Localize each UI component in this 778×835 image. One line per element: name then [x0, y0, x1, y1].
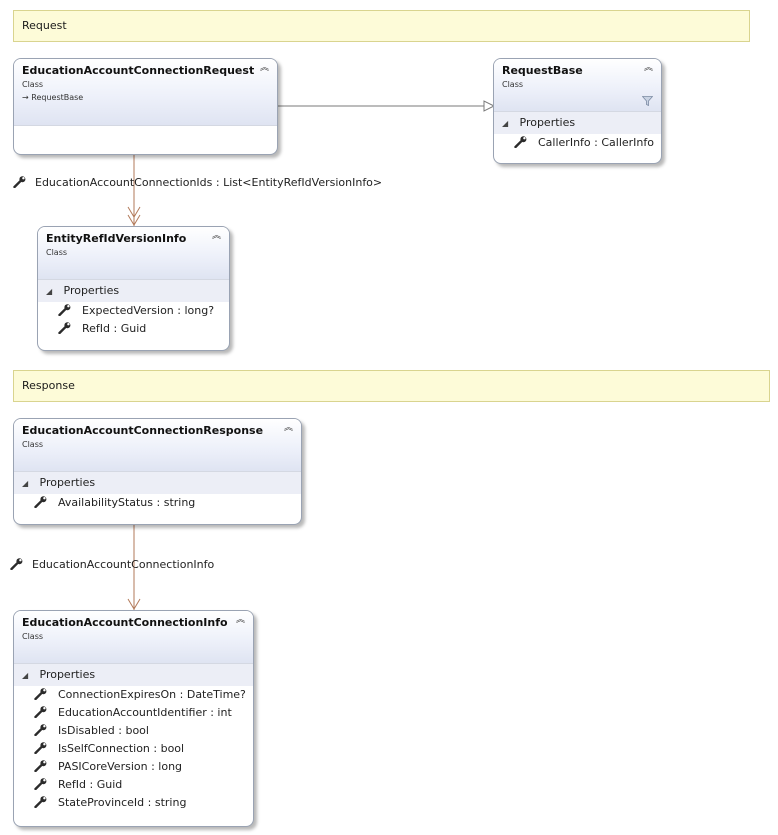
collapse-chevron-icon[interactable]: ︽	[259, 63, 269, 73]
section-label: Properties	[39, 476, 96, 489]
wrench-icon	[514, 136, 527, 148]
properties-section-header[interactable]: ◢ Properties	[14, 664, 253, 686]
collapse-chevron-icon[interactable]: ︽	[211, 231, 221, 241]
class-box-entity-ref-id-version-info[interactable]: EntityRefIdVersionInfo Class ︽ ◢ Propert…	[37, 226, 230, 351]
class-box-education-account-connection-request[interactable]: EducationAccountConnectionRequest Class …	[13, 58, 278, 155]
class-kind: Class	[22, 632, 44, 641]
property-text: IsDisabled : bool	[58, 724, 149, 737]
property-text: AvailabilityStatus : string	[58, 496, 196, 509]
note-request: Request	[13, 10, 750, 42]
section-label: Properties	[63, 284, 120, 297]
association-arrowhead-ids-1	[127, 206, 141, 218]
wrench-icon	[34, 796, 47, 808]
class-box-education-account-connection-info[interactable]: EducationAccountConnectionInfo Class ︽ ◢…	[13, 610, 254, 827]
wrench-icon	[58, 304, 71, 316]
property-text: IsSelfConnection : bool	[58, 742, 185, 755]
property-row[interactable]: PASICoreVersion : long	[14, 758, 253, 776]
wrench-icon	[34, 724, 47, 736]
section-label: Properties	[39, 668, 96, 681]
property-row[interactable]: ExpectedVersion : long?	[38, 302, 229, 320]
wrench-icon	[34, 688, 47, 700]
class-header[interactable]: EducationAccountConnectionRequest Class …	[14, 59, 277, 126]
property-row[interactable]: RefId : Guid	[38, 320, 229, 338]
property-row[interactable]: IsDisabled : bool	[14, 722, 253, 740]
property-text: ConnectionExpiresOn : DateTime?	[58, 688, 246, 701]
wrench-icon	[34, 496, 47, 508]
properties-section-header[interactable]: ◢ Properties	[494, 112, 661, 134]
property-row[interactable]: StateProvinceId : string	[14, 794, 253, 812]
class-kind: Class	[22, 80, 44, 89]
inheritance-arrowhead	[483, 100, 496, 112]
expanded-triangle-icon: ◢	[22, 479, 29, 488]
class-box-education-account-connection-response[interactable]: EducationAccountConnectionResponse Class…	[13, 418, 302, 525]
expanded-triangle-icon: ◢	[502, 119, 509, 128]
property-row[interactable]: RefId : Guid	[14, 776, 253, 794]
property-row[interactable]: ConnectionExpiresOn : DateTime?	[14, 686, 253, 704]
property-row[interactable]: AvailabilityStatus : string	[14, 494, 301, 512]
class-name: EducationAccountConnectionRequest	[22, 64, 255, 77]
wrench-icon	[34, 778, 47, 790]
property-text: CallerInfo : CallerInfo	[538, 136, 654, 149]
wrench-icon	[34, 706, 47, 718]
association-text: EducationAccountConnectionInfo	[32, 558, 215, 571]
property-text: ExpectedVersion : long?	[82, 304, 215, 317]
class-header[interactable]: EntityRefIdVersionInfo Class ︽	[38, 227, 229, 280]
property-text: RefId : Guid	[82, 322, 147, 335]
filter-funnel-icon[interactable]	[642, 96, 653, 106]
class-kind: Class	[22, 440, 44, 449]
wrench-icon	[58, 322, 71, 334]
property-text: StateProvinceId : string	[58, 796, 187, 809]
class-header[interactable]: RequestBase Class ︽	[494, 59, 661, 112]
property-text: RefId : Guid	[58, 778, 123, 791]
note-response-label: Response	[22, 379, 75, 392]
class-name: EducationAccountConnectionResponse	[22, 424, 264, 437]
collapse-chevron-icon[interactable]: ︽	[283, 423, 293, 433]
properties-section-header[interactable]: ◢ Properties	[14, 472, 301, 494]
section-label: Properties	[519, 116, 576, 129]
class-header[interactable]: EducationAccountConnectionInfo Class ︽	[14, 611, 253, 664]
association-label-ids[interactable]: EducationAccountConnectionIds : List<Ent…	[13, 176, 382, 189]
association-arrowhead-info	[127, 598, 141, 610]
base-class-label: → RequestBase	[22, 93, 84, 102]
collapse-chevron-icon[interactable]: ︽	[235, 615, 245, 625]
wrench-icon	[10, 558, 23, 570]
property-text: EducationAccountIdentifier : int	[58, 706, 232, 719]
association-text: EducationAccountConnectionIds : List<Ent…	[35, 176, 383, 189]
wrench-icon	[34, 760, 47, 772]
properties-section-header[interactable]: ◢ Properties	[38, 280, 229, 302]
class-kind: Class	[502, 80, 524, 89]
property-text: PASICoreVersion : long	[58, 760, 183, 773]
class-box-request-base[interactable]: RequestBase Class ︽ ◢ Properties CallerI…	[493, 58, 662, 164]
property-row[interactable]: CallerInfo : CallerInfo	[494, 134, 661, 152]
note-response: Response	[13, 370, 770, 402]
wrench-icon	[34, 742, 47, 754]
note-request-label: Request	[22, 19, 67, 32]
collapse-chevron-icon[interactable]: ︽	[643, 63, 653, 73]
property-row[interactable]: IsSelfConnection : bool	[14, 740, 253, 758]
association-label-info[interactable]: EducationAccountConnectionInfo	[10, 558, 214, 571]
property-row[interactable]: EducationAccountIdentifier : int	[14, 704, 253, 722]
class-kind: Class	[46, 248, 68, 257]
class-name: EntityRefIdVersionInfo	[46, 232, 187, 245]
class-name: EducationAccountConnectionInfo	[22, 616, 228, 629]
expanded-triangle-icon: ◢	[22, 671, 29, 680]
expanded-triangle-icon: ◢	[46, 287, 53, 296]
class-header[interactable]: EducationAccountConnectionResponse Class…	[14, 419, 301, 472]
class-name: RequestBase	[502, 64, 583, 77]
wrench-icon	[13, 176, 26, 188]
association-arrowhead-ids-2	[127, 214, 141, 226]
